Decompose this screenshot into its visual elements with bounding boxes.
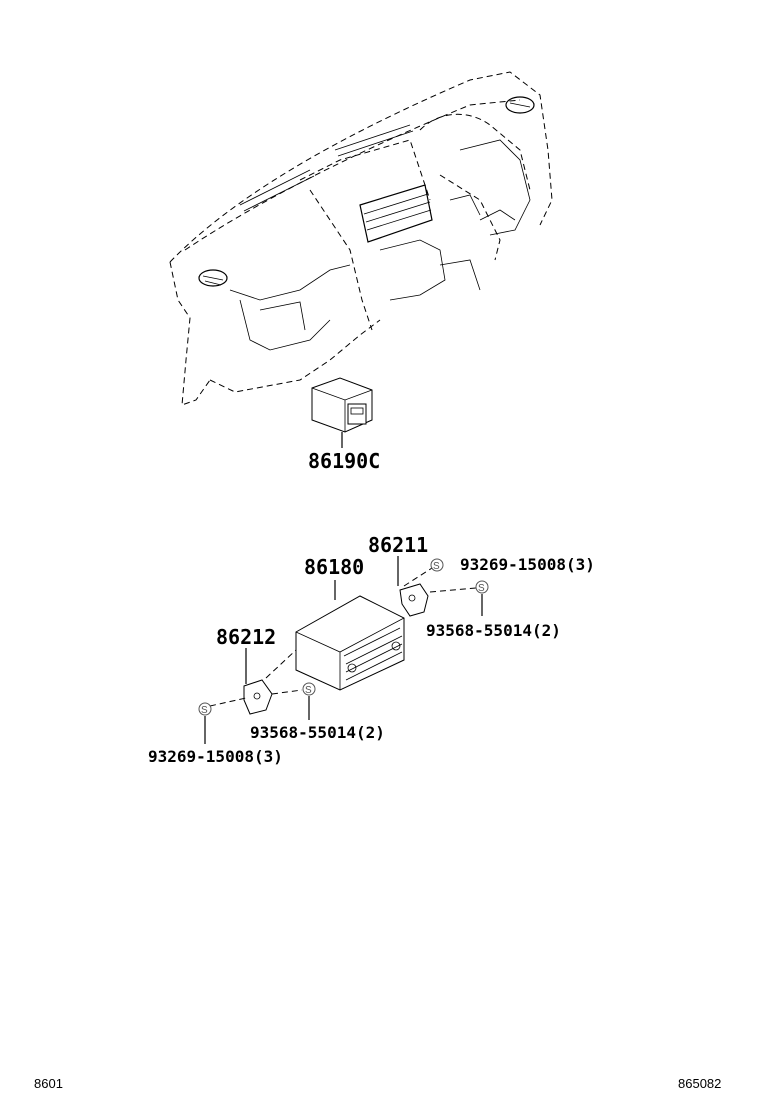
dashboard-illustration: [169, 71, 553, 406]
svg-text:S: S: [201, 705, 208, 716]
part-label-86211: 86211: [368, 533, 428, 557]
part-label-86212: 86212: [216, 625, 276, 649]
part-label-86180: 86180: [304, 555, 364, 579]
switch-86190c: [311, 377, 373, 448]
footer-right-code: 865082: [678, 1076, 721, 1091]
part-label-screw-lower-left: 93269-15008(3): [148, 747, 283, 766]
footer-left-code: 8601: [34, 1076, 63, 1091]
part-label-screw-upper-right: 93269-15008(3): [460, 555, 595, 574]
svg-text:S: S: [478, 583, 485, 594]
bracket-86211: [397, 556, 429, 617]
bolt-symbol-lower: S: [271, 682, 316, 720]
screw-symbol-lower-left: S: [198, 697, 247, 744]
part-label-86190c: 86190C: [308, 449, 380, 473]
bracket-86212: [243, 648, 297, 715]
part-label-bolt-upper-right: 93568-55014(2): [426, 621, 561, 640]
svg-text:S: S: [305, 685, 312, 696]
svg-text:S: S: [433, 561, 440, 572]
head-unit-86180: [295, 580, 405, 691]
screw-symbol-upper-right: S: [403, 558, 444, 587]
part-label-bolt-lower: 93568-55014(2): [250, 723, 385, 742]
bolt-symbol-upper-right: S: [429, 580, 489, 616]
